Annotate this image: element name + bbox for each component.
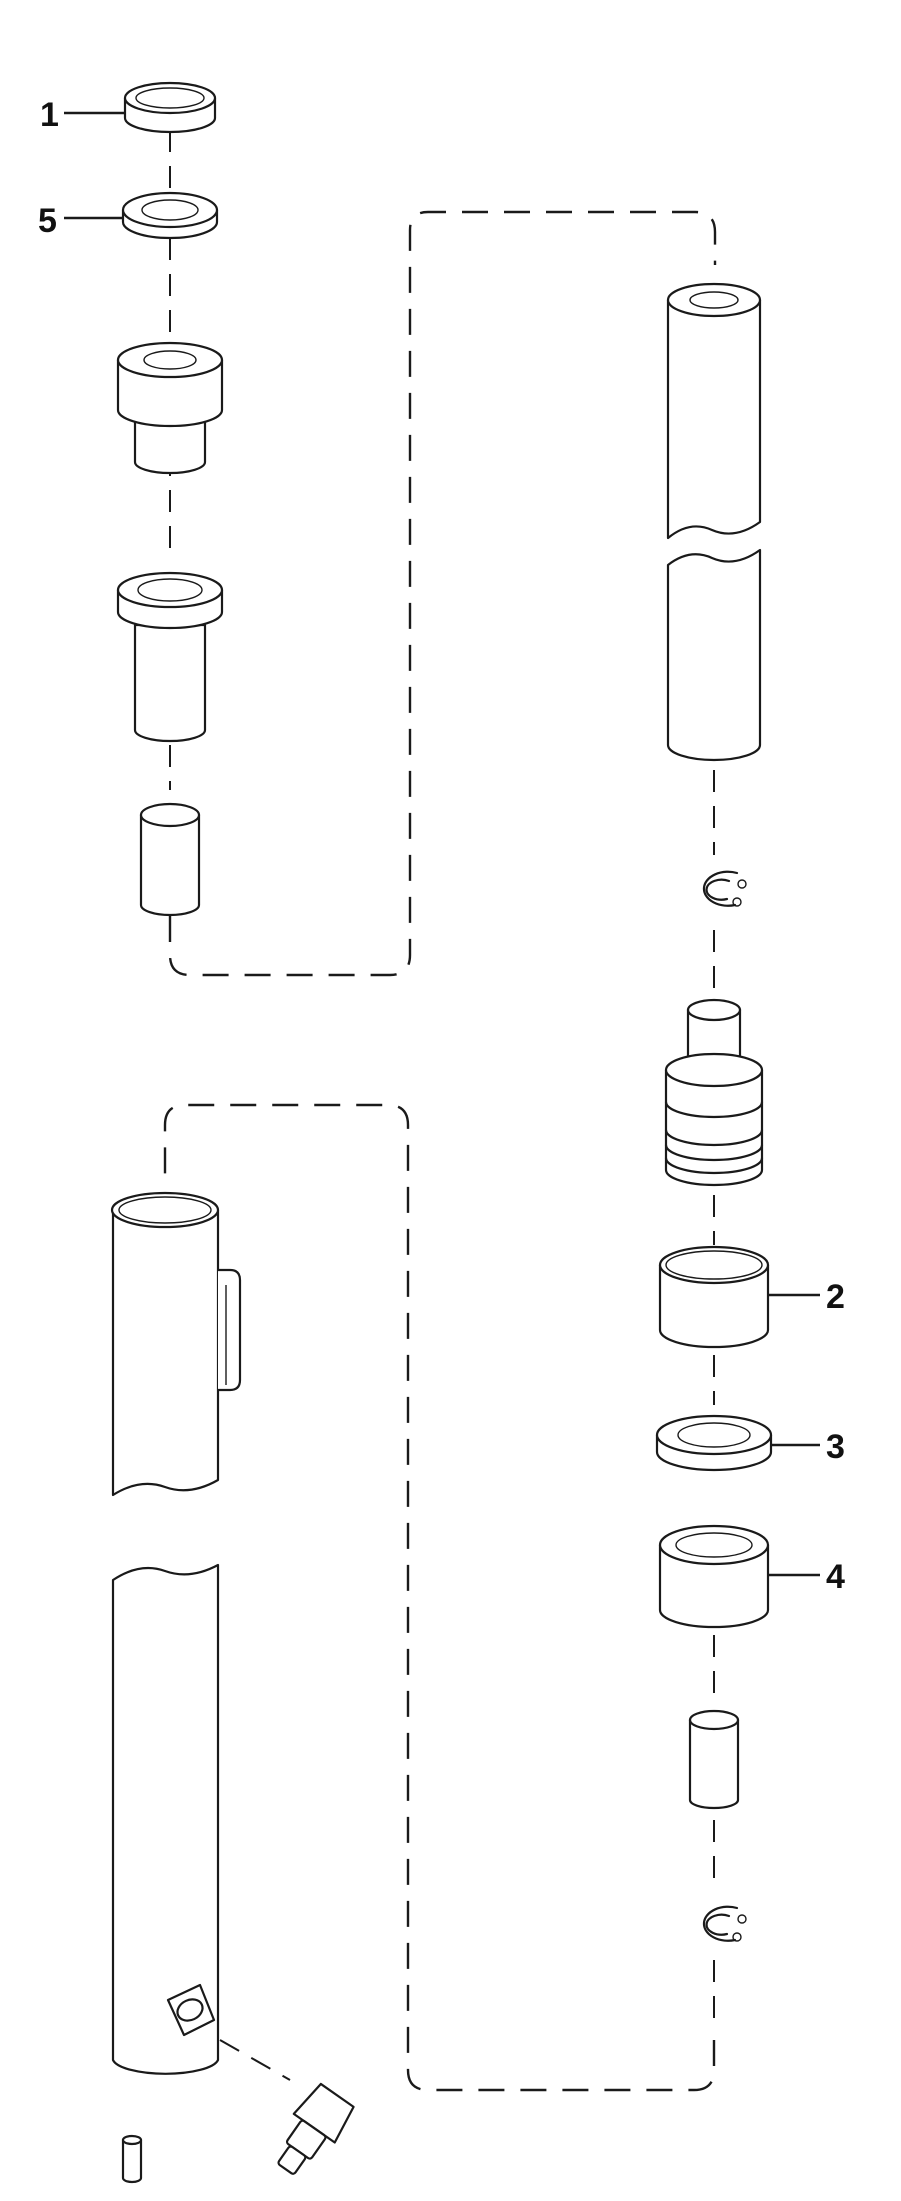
callout-5-label: 5 — [38, 202, 57, 240]
part-5-washer — [121, 191, 219, 240]
route-lower-connector — [163, 1103, 716, 2092]
callout-3: 3 — [771, 1428, 845, 1466]
fitting-axis — [219, 2039, 291, 2081]
callout-1: 1 — [40, 96, 125, 134]
stepped-bushing-lower — [116, 571, 224, 743]
callout-5: 5 — [38, 202, 123, 240]
callout-4-label: 4 — [826, 1558, 845, 1596]
barrel-lower — [111, 1563, 220, 2075]
part-2-sleeve — [658, 1245, 770, 1349]
small-sleeve — [139, 802, 201, 917]
long-tube-upper — [666, 282, 762, 540]
left-upper-assembly — [116, 81, 224, 917]
stepped-bushing-upper — [116, 341, 224, 475]
part-4-bushing — [658, 1524, 770, 1629]
long-tube-lower — [666, 548, 762, 762]
part-1-ring — [123, 81, 217, 134]
retaining-ring-upper — [702, 870, 747, 907]
right-upper-assembly — [655, 282, 773, 2030]
route-upper-connector — [168, 210, 717, 977]
small-pin-cylinder — [688, 1709, 740, 1810]
callout-2-label: 2 — [826, 1278, 845, 1316]
barrel-upper — [110, 1191, 242, 1497]
retaining-ring-lower — [702, 1905, 747, 1942]
bottom-pin — [121, 2134, 143, 2184]
callout-1-label: 1 — [40, 96, 59, 134]
barrel-assembly — [110, 1191, 355, 2184]
callout-2: 2 — [768, 1278, 845, 1316]
angled-fitting — [277, 2082, 355, 2175]
piston — [664, 998, 764, 1187]
callout-4: 4 — [768, 1558, 845, 1596]
part-3-washer — [655, 1414, 773, 1472]
callout-3-label: 3 — [826, 1428, 845, 1466]
